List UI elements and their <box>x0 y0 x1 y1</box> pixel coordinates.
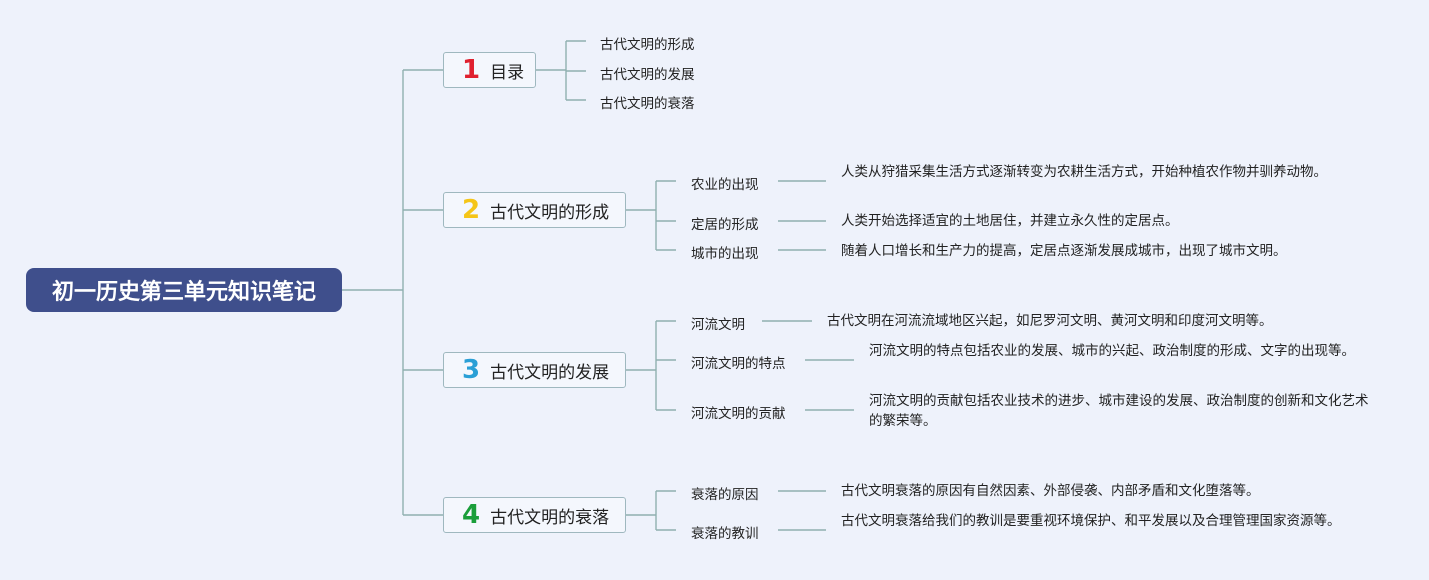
section-number-2: 2 <box>462 195 481 225</box>
section-label-3: 古代文明的发展 <box>490 362 610 383</box>
root-title: 初一历史第三单元知识笔记 <box>51 280 316 305</box>
topic-description: 古代文明衰落的原因有自然因素、外部侵袭、内部矛盾和文化堕落等。 <box>841 483 1260 499</box>
topic-node[interactable]: 城市的出现 <box>691 246 759 262</box>
topic-node[interactable]: 河流文明的贡献 <box>691 406 786 422</box>
topic-node[interactable]: 衰落的原因 <box>691 487 759 503</box>
section-label-2: 古代文明的形成 <box>490 202 610 223</box>
section-label-1: 目录 <box>490 62 525 83</box>
topic-node[interactable]: 河流文明 <box>691 317 745 333</box>
topic-description: 随着人口增长和生产力的提高，定居点逐渐发展成城市，出现了城市文明。 <box>841 243 1287 259</box>
section-number-1: 1 <box>462 55 481 85</box>
topic-description: 河流文明的贡献包括农业技术的进步、城市建设的发展、政治制度的创新和文化艺术的繁荣… <box>869 393 1369 429</box>
section-node-3[interactable]: 3 古代文明的发展 <box>443 352 626 388</box>
section-number-4: 4 <box>462 500 481 530</box>
section-node-2[interactable]: 2 古代文明的形成 <box>443 192 626 228</box>
section-number-3: 3 <box>462 355 481 385</box>
topic-description: 古代文明衰落给我们的教训是要重视环境保护、和平发展以及合理管理国家资源等。 <box>841 513 1341 529</box>
topic-node[interactable]: 定居的形成 <box>691 217 759 233</box>
topic-node[interactable]: 农业的出现 <box>691 177 759 193</box>
section-node-4[interactable]: 4 古代文明的衰落 <box>443 497 626 533</box>
topic-node[interactable]: 河流文明的特点 <box>691 356 786 372</box>
section-node-1[interactable]: 1 目录 <box>443 52 536 88</box>
root-node[interactable]: 初一历史第三单元知识笔记 <box>26 268 342 312</box>
topic-description: 河流文明的特点包括农业的发展、城市的兴起、政治制度的形成、文字的出现等。 <box>869 343 1355 359</box>
toc-item[interactable]: 古代文明的衰落 <box>600 96 695 112</box>
section-label-4: 古代文明的衰落 <box>490 507 610 528</box>
topic-description: 人类从狩猎采集生活方式逐渐转变为农耕生活方式，开始种植农作物并驯养动物。 <box>841 164 1327 180</box>
topic-description: 古代文明在河流流域地区兴起，如尼罗河文明、黄河文明和印度河文明等。 <box>827 313 1273 329</box>
topic-description: 人类开始选择适宜的土地居住，并建立永久性的定居点。 <box>841 213 1179 229</box>
topic-node[interactable]: 衰落的教训 <box>691 526 759 542</box>
toc-item[interactable]: 古代文明的形成 <box>600 37 695 53</box>
toc-item[interactable]: 古代文明的发展 <box>600 67 695 83</box>
